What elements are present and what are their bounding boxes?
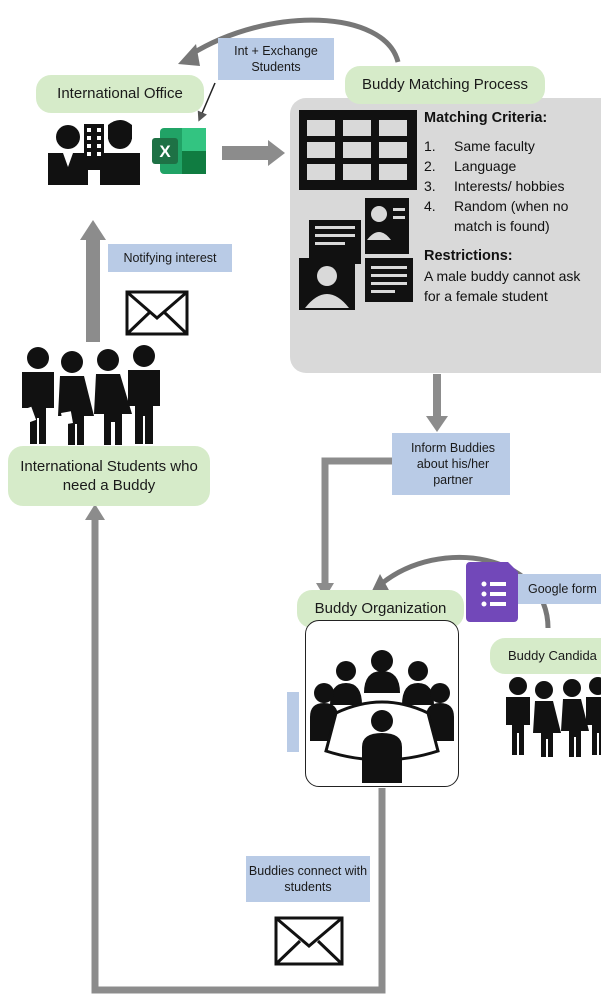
buddy-organization-meeting-icon [305, 620, 459, 787]
excel-to-process-arrow [222, 140, 285, 166]
criteria-text: Same faculty [454, 138, 535, 154]
envelope-icon-bottom [274, 916, 344, 966]
buddy-matching-process-pill: Buddy Matching Process [345, 66, 545, 104]
curved-arrow-top-head [178, 44, 200, 66]
criteria-number: 4. [424, 198, 436, 214]
notify-up-arrow [80, 220, 106, 342]
inform-connector [321, 457, 392, 585]
buddy-candidates-pill: Buddy Candida [490, 638, 601, 674]
criteria-text: Random (when no match is found) [454, 198, 569, 234]
criteria-text: Interests/ hobbies [454, 178, 565, 194]
google-forms-icon [466, 562, 518, 622]
criteria-item: 3. Interests/ hobbies [424, 176, 601, 196]
buddy-candidates-group-icon [506, 677, 601, 757]
process-down-arrow [426, 374, 448, 432]
note-pointer [197, 82, 216, 122]
restrictions-title: Restrictions: [424, 248, 513, 264]
criteria-list: 1. Same faculty 2. Language 3. Interests/ h… [424, 136, 601, 236]
international-students-pill: International Students who need a Buddy [8, 446, 210, 506]
buddies-connect-note: Buddies connect with students [246, 856, 370, 902]
criteria-text: Language [454, 158, 517, 174]
students-group-icon [21, 345, 160, 445]
excel-icon: X [152, 128, 206, 174]
criteria-number: 1. [424, 138, 436, 154]
envelope-icon [125, 290, 189, 336]
criteria-title: Matching Criteria: [424, 110, 548, 126]
criteria-number: 2. [424, 158, 436, 174]
criteria-number: 3. [424, 178, 436, 194]
notifying-interest-note: Notifying interest [108, 244, 232, 272]
excel-letter: X [159, 142, 171, 161]
criteria-item: 1. Same faculty [424, 136, 601, 156]
matching-documents-icon [299, 110, 417, 310]
side-bar [287, 692, 299, 752]
office-people-icon [48, 120, 140, 185]
inform-buddies-note: Inform Buddies about his/her partner [396, 433, 510, 495]
int-exchange-note: Int + Exchange Students [218, 38, 334, 80]
international-office-pill: International Office [36, 75, 204, 113]
return-loop [91, 518, 386, 994]
criteria-item: 4. Random (when no match is found) [424, 196, 601, 236]
google-form-note: Google form [518, 574, 601, 604]
criteria-item: 2. Language [424, 156, 601, 176]
restrictions-text: A male buddy cannot ask for a female stu… [424, 268, 581, 304]
matching-criteria-panel: Matching Criteria: 1. Same faculty 2. Lang… [424, 110, 601, 306]
